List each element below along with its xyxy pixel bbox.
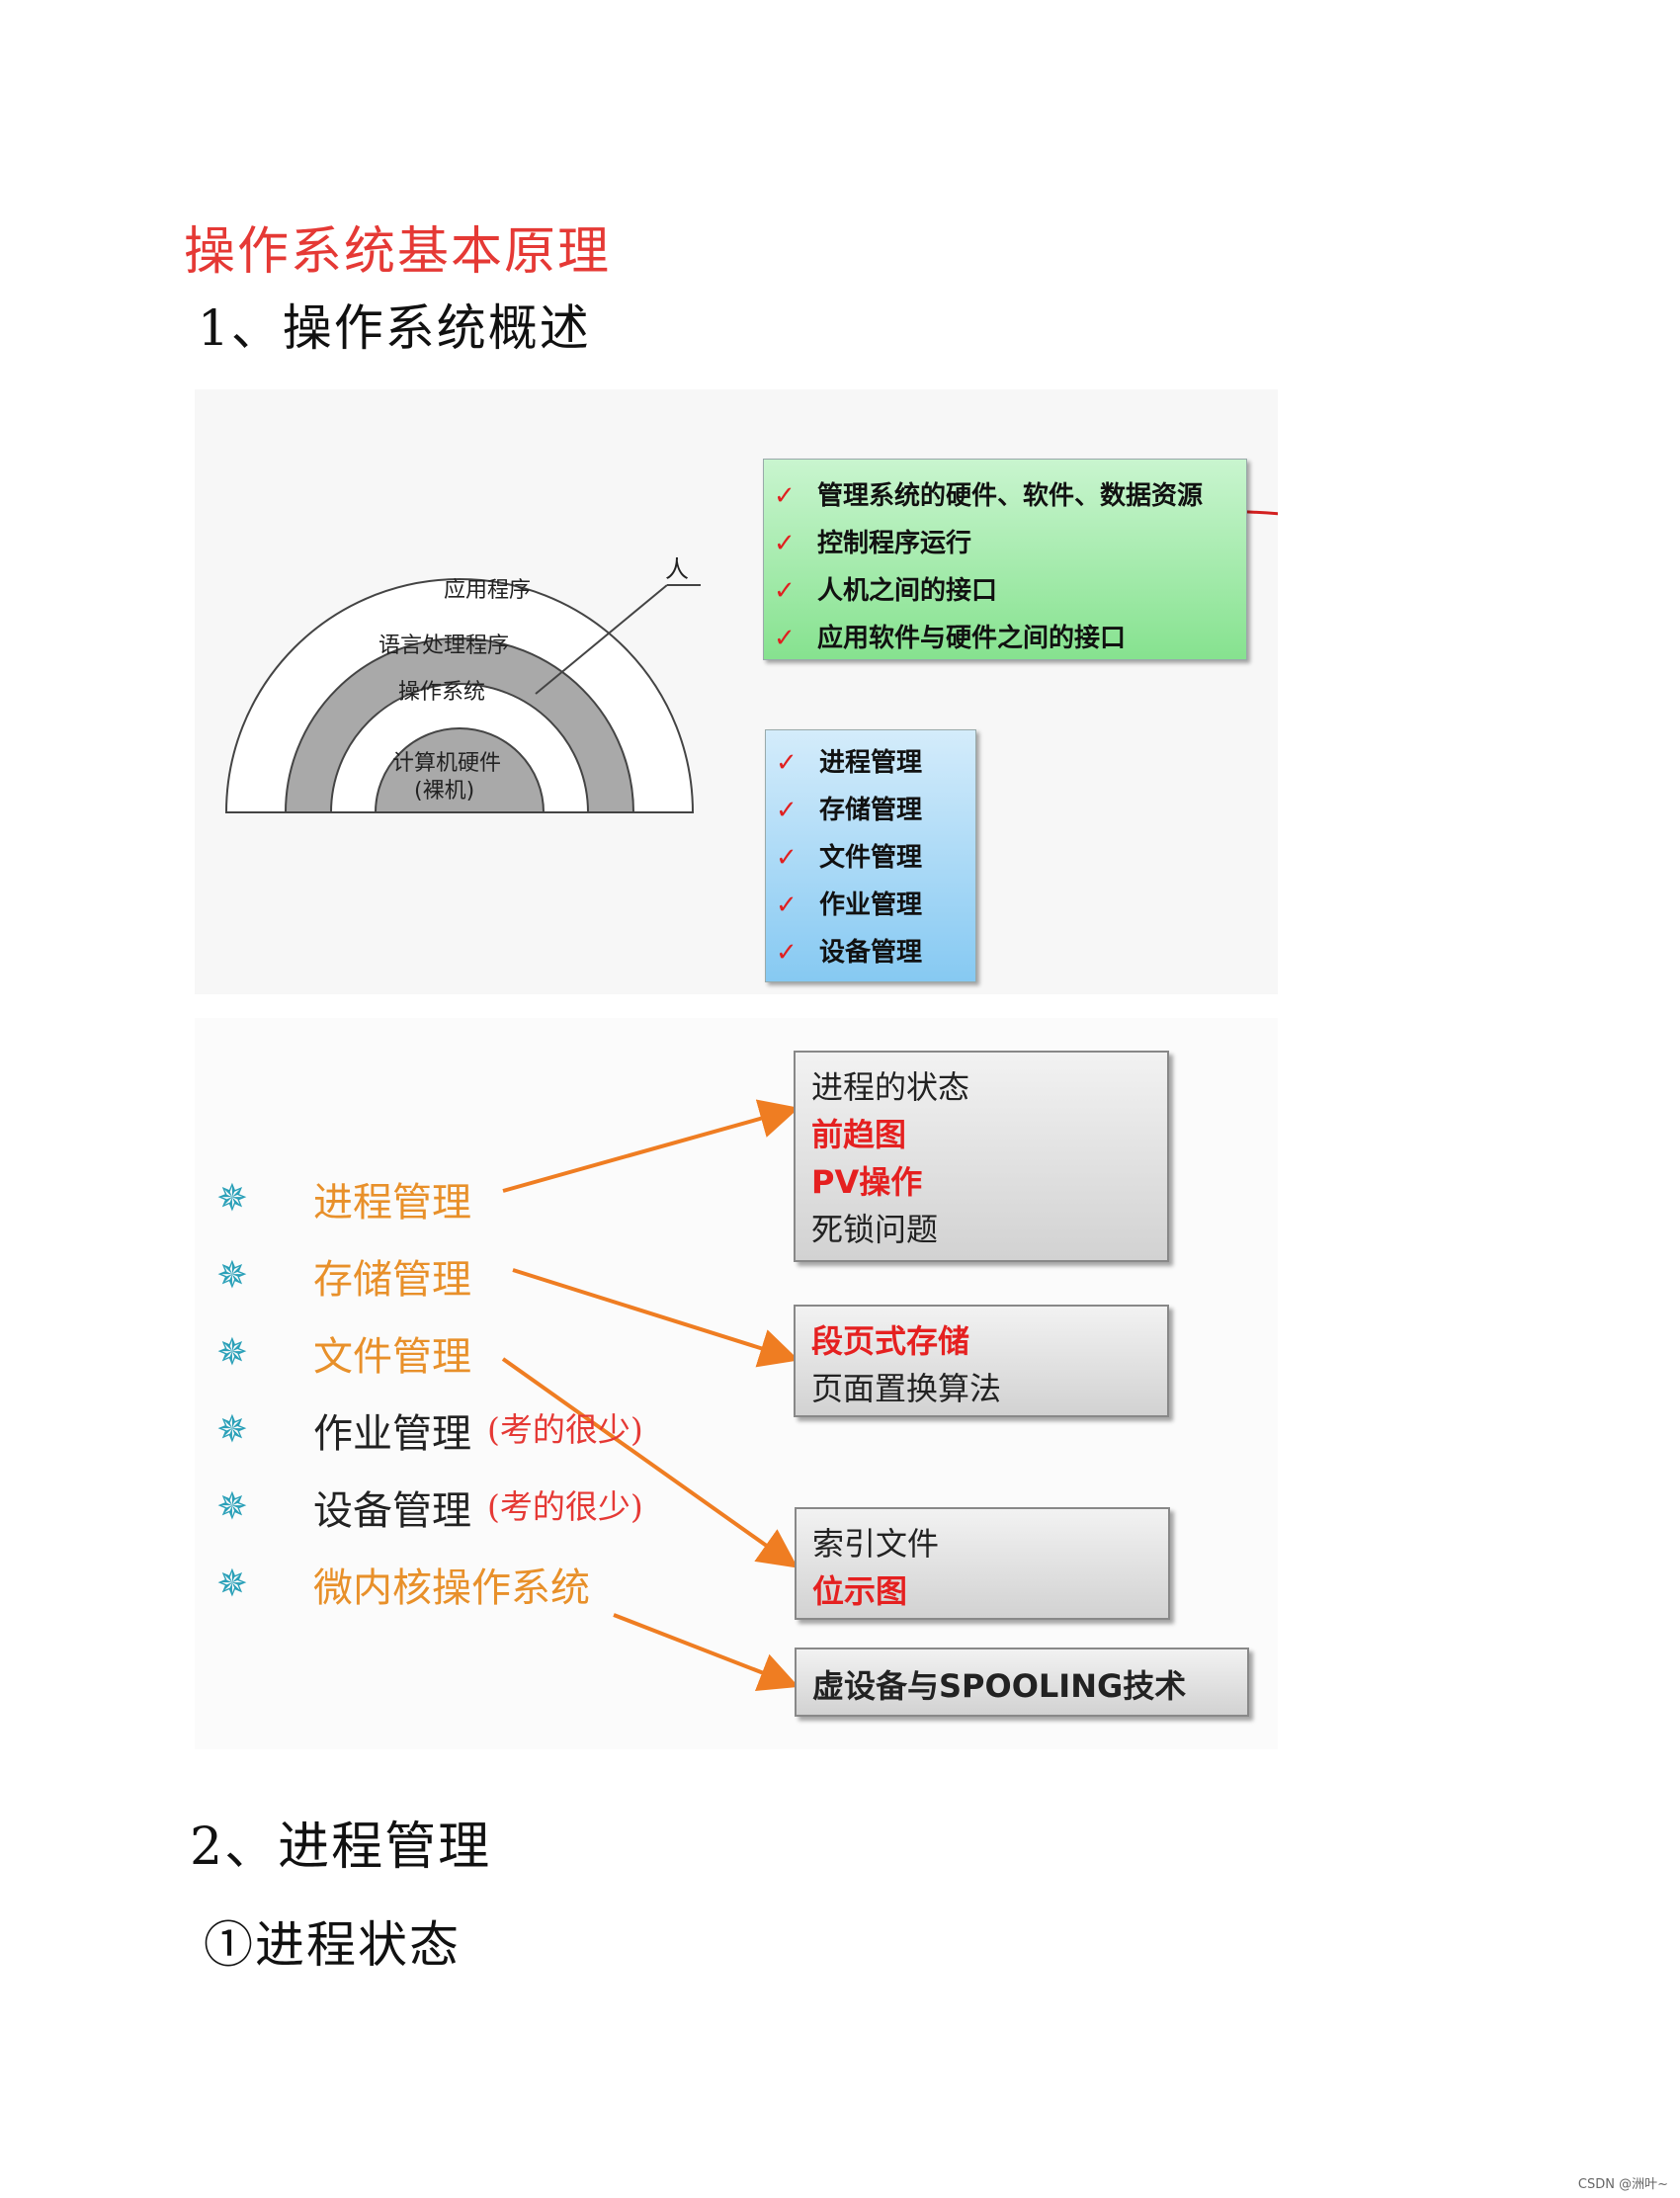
topic-process: 进程管理 bbox=[313, 1180, 471, 1226]
check-icon: ✓ bbox=[776, 843, 798, 873]
file-detail-box: 索引文件 位示图 bbox=[795, 1507, 1170, 1620]
layer-arc-hardware bbox=[374, 727, 546, 813]
watermark: CSDN @洲叶~ bbox=[1577, 2177, 1668, 2192]
topic-microkernel: 微内核操作系统 bbox=[313, 1565, 590, 1611]
topics-panel: ✵ ✵ ✵ ✵ ✵ ✵ 进程管理 存储管理 文件管理 作业管理 设备管理 微内核… bbox=[195, 1018, 1278, 1749]
section2-heading: 2、进程管理 bbox=[190, 1818, 492, 1877]
layer-baremetal-label: (裸机) bbox=[414, 779, 474, 803]
layer-hardware-label: 计算机硬件 bbox=[392, 751, 501, 776]
arrow-storage bbox=[512, 1268, 799, 1368]
bullet-icon: ✵ bbox=[216, 1176, 248, 1220]
check-icon: ✓ bbox=[776, 748, 798, 778]
function-item: ✓管理系统的硬件、软件、数据资源 bbox=[774, 481, 1204, 511]
detail-item: 页面置换算法 bbox=[811, 1370, 1002, 1407]
check-icon: ✓ bbox=[774, 529, 796, 558]
arrow-file bbox=[501, 1357, 798, 1568]
bullet-icon: ✵ bbox=[216, 1407, 248, 1451]
management-item: ✓作业管理 bbox=[776, 890, 923, 920]
note-job: (考的很少) bbox=[487, 1410, 643, 1449]
function-item: ✓人机之间的接口 bbox=[774, 576, 998, 606]
management-item: ✓存储管理 bbox=[776, 796, 923, 825]
person-label: 人 bbox=[665, 555, 689, 583]
check-icon: ✓ bbox=[776, 890, 798, 920]
note-device: (考的很少) bbox=[487, 1487, 643, 1526]
detail-item: 虚设备与SPOOLING技术 bbox=[812, 1667, 1187, 1705]
check-icon: ✓ bbox=[774, 624, 796, 653]
detail-item: 索引文件 bbox=[812, 1525, 940, 1563]
os-overview-panel: 应用程序 语言处理程序 操作系统 计算机硬件 (裸机) 人 ✓管理系统的硬件、软… bbox=[195, 389, 1278, 994]
function-item: ✓应用软件与硬件之间的接口 bbox=[774, 624, 1127, 653]
arrow-process bbox=[502, 1099, 799, 1193]
subsection1-heading: ①进程状态 bbox=[204, 1916, 461, 1974]
function-item: ✓控制程序运行 bbox=[774, 529, 972, 558]
topic-storage: 存储管理 bbox=[313, 1257, 471, 1303]
topic-job: 作业管理 bbox=[313, 1411, 471, 1457]
layer-os-label: 操作系统 bbox=[398, 680, 485, 705]
check-icon: ✓ bbox=[774, 481, 796, 511]
detail-item: 位示图 bbox=[812, 1572, 908, 1610]
topic-device: 设备管理 bbox=[313, 1488, 471, 1534]
device-detail-box: 虚设备与SPOOLING技术 bbox=[795, 1648, 1249, 1717]
check-icon: ✓ bbox=[774, 576, 796, 606]
bullet-icon: ✵ bbox=[216, 1253, 248, 1297]
detail-item: 段页式存储 bbox=[811, 1322, 970, 1360]
bullet-icon: ✵ bbox=[216, 1484, 248, 1528]
layer-language-label: 语言处理程序 bbox=[378, 634, 509, 658]
check-icon: ✓ bbox=[776, 796, 798, 825]
bullet-icon: ✵ bbox=[216, 1330, 248, 1374]
management-item: ✓进程管理 bbox=[776, 748, 923, 778]
layer-app-label: 应用程序 bbox=[444, 578, 531, 603]
arrow-microkernel bbox=[613, 1613, 799, 1692]
detail-item: PV操作 bbox=[811, 1163, 923, 1201]
os-layers-diagram: 应用程序 语言处理程序 操作系统 计算机硬件 (裸机) 人 bbox=[224, 507, 1278, 813]
process-detail-box: 进程的状态 前趋图 PV操作 死锁问题 bbox=[794, 1051, 1169, 1262]
os-management-box: ✓进程管理 ✓存储管理 ✓文件管理 ✓作业管理 ✓设备管理 bbox=[765, 729, 976, 982]
bullet-icon: ✵ bbox=[216, 1562, 248, 1605]
detail-item: 死锁问题 bbox=[811, 1211, 939, 1248]
person-pointer-line bbox=[535, 584, 668, 695]
os-functions-box: ✓管理系统的硬件、软件、数据资源 ✓控制程序运行 ✓人机之间的接口 ✓应用软件与… bbox=[763, 459, 1247, 660]
management-item: ✓设备管理 bbox=[776, 938, 923, 968]
topic-file: 文件管理 bbox=[313, 1334, 471, 1380]
detail-item: 前趋图 bbox=[811, 1116, 907, 1153]
main-title: 操作系统基本原理 bbox=[184, 222, 612, 282]
detail-item: 进程的状态 bbox=[811, 1068, 970, 1106]
section1-heading: 1、操作系统概述 bbox=[198, 299, 591, 357]
management-item: ✓文件管理 bbox=[776, 843, 923, 873]
topic-arrows bbox=[501, 1099, 799, 1692]
check-icon: ✓ bbox=[776, 938, 798, 968]
storage-detail-box: 段页式存储 页面置换算法 bbox=[794, 1305, 1169, 1417]
